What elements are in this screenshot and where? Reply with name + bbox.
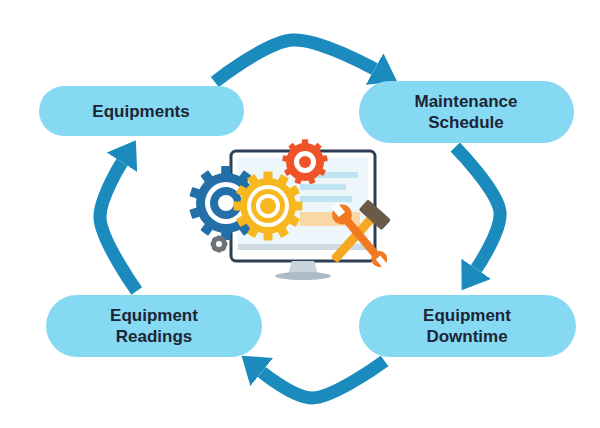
cycle-arrow (262, 361, 385, 398)
node-label: Equipment Downtime (410, 305, 525, 347)
process-pill: Maintenance Schedule (359, 81, 574, 143)
node-label: Maintenance Schedule (404, 91, 529, 133)
hammer-and-wrench (322, 199, 392, 272)
gear (282, 139, 328, 184)
cycle-arrow (100, 162, 137, 291)
cycle-arrow (215, 40, 375, 82)
monitor (231, 151, 375, 280)
process-pill: Equipment Downtime (359, 295, 576, 357)
node-label: Equipment Readings (97, 305, 212, 347)
gear (211, 236, 228, 253)
process-pill: Equipments (39, 86, 244, 136)
node-label: Equipments (51, 101, 231, 122)
cycle-arrow (455, 147, 500, 269)
gear (234, 172, 303, 241)
process-pill: Equipment Readings (46, 295, 262, 357)
gears (189, 139, 328, 252)
